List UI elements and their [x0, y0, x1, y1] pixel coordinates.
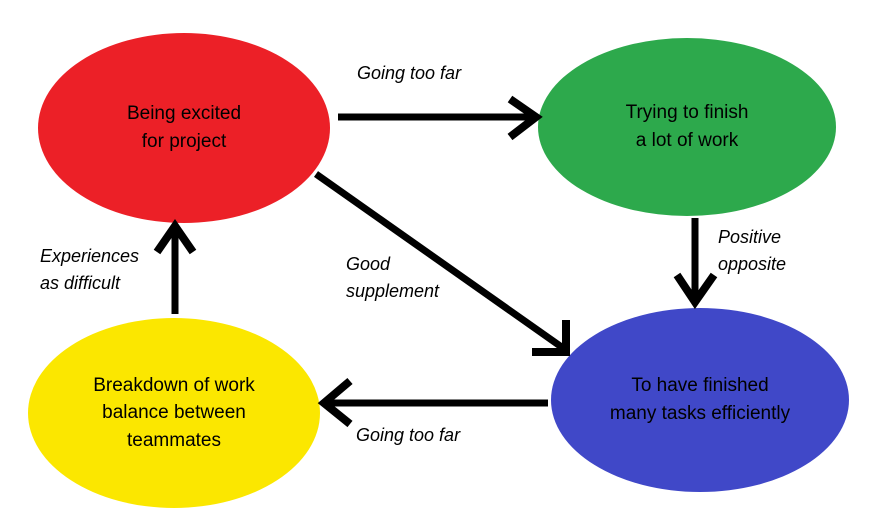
node-trying-to-finish[interactable]: Trying to finish a lot of work — [538, 38, 836, 216]
node-label-to-have-finished-many-tasks: To have finished many tasks efficiently — [609, 375, 791, 424]
arrow-finished-tasks-to-breakdown — [317, 377, 548, 428]
arrow-finish-work-to-finished-tasks — [673, 218, 718, 310]
node-label-breakdown-of-work-balance: Breakdown of work balance between teamma… — [93, 374, 255, 451]
arrow-breakdown-to-excited — [153, 218, 197, 314]
edge-label-going-too-far-bottom: Going too far — [356, 425, 461, 445]
node-label-being-excited: Being excited for project — [126, 103, 242, 152]
edge-label-experiences-as-difficult: Experiences as difficult — [40, 246, 140, 293]
node-breakdown-of-work-balance[interactable]: Breakdown of work balance between teamma… — [28, 318, 320, 508]
edge-label-positive-opposite: Positive opposite — [718, 227, 787, 274]
arrow-excited-to-finish-work — [338, 95, 543, 141]
edge-label-good-supplement: Good supplement — [346, 254, 440, 301]
node-being-excited[interactable]: Being excited for project — [38, 33, 330, 223]
node-to-have-finished-many-tasks[interactable]: To have finished many tasks efficiently — [551, 308, 849, 492]
node-label-trying-to-finish: Trying to finish a lot of work — [625, 102, 749, 151]
edge-label-going-too-far-top: Going too far — [357, 63, 462, 83]
